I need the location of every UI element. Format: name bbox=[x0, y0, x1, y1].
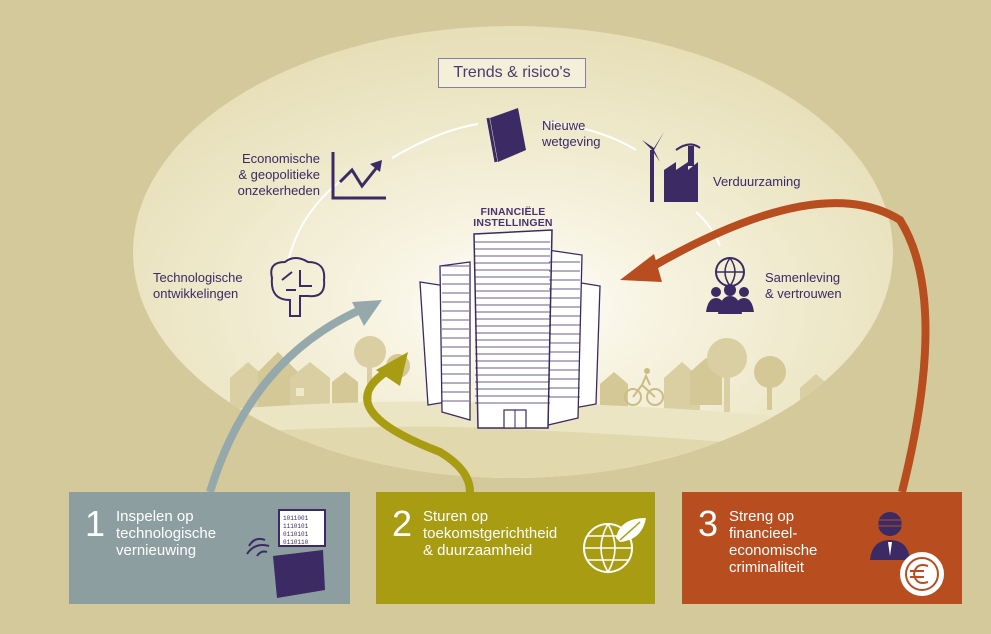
pillar-1: 1 Inspelen op technologische vernieuwing… bbox=[69, 492, 350, 604]
pillar-2: 2 Sturen op toekomstgerichtheid & duurza… bbox=[376, 492, 655, 604]
arrow-1-head bbox=[352, 300, 382, 326]
chart-arrow-icon bbox=[331, 152, 386, 200]
trends-title: Trends & risico's bbox=[438, 58, 586, 88]
trend-sustainability: Verduurzaming bbox=[713, 174, 801, 189]
pillar-2-text: Sturen op toekomstgerichtheid & duurzaam… bbox=[423, 508, 558, 559]
trend-legislation: Nieuwe wetgeving bbox=[542, 118, 601, 149]
pillar-3: 3 Streng op financieel- economische crim… bbox=[682, 492, 962, 604]
trend-economic: Economische & geopolitieke onzekerheden bbox=[237, 151, 320, 198]
financial-institutions-label: FINANCIËLE INSTELLINGEN bbox=[473, 206, 553, 229]
svg-text:1110101: 1110101 bbox=[283, 523, 309, 530]
pillar-3-number: 3 bbox=[698, 503, 719, 544]
pillar-3-text: Streng op financieel- economische crimin… bbox=[729, 508, 818, 576]
trend-arc bbox=[287, 121, 721, 263]
svg-text:0110110: 0110110 bbox=[283, 539, 309, 546]
svg-text:1011001: 1011001 bbox=[283, 515, 309, 522]
brain-circuit-icon bbox=[270, 257, 326, 317]
arrow-2-head bbox=[376, 352, 408, 386]
wind-factory-icon bbox=[642, 132, 701, 202]
pillar-2-number: 2 bbox=[392, 503, 413, 544]
arrow-1 bbox=[206, 306, 362, 494]
book-icon bbox=[486, 108, 526, 163]
building-illustration bbox=[419, 229, 601, 429]
arrow-3 bbox=[648, 199, 930, 493]
people-globe-icon bbox=[706, 257, 754, 314]
svg-text:0110101: 0110101 bbox=[283, 531, 309, 538]
trend-society: Samenleving & vertrouwen bbox=[765, 270, 842, 301]
pillar-1-text: Inspelen op technologische vernieuwing bbox=[116, 508, 217, 559]
globe-leaf-icon bbox=[583, 518, 646, 574]
trend-technology: Technologische ontwikkelingen bbox=[153, 270, 243, 301]
cyclist-icon bbox=[624, 373, 664, 406]
arrow-3-head bbox=[620, 254, 662, 282]
thief-euro-icon bbox=[870, 512, 944, 596]
computer-binary-icon: 1011001 1110101 0110101 0110110 bbox=[246, 509, 326, 598]
pillar-1-number: 1 bbox=[85, 503, 106, 544]
arrow-2 bbox=[363, 368, 474, 493]
